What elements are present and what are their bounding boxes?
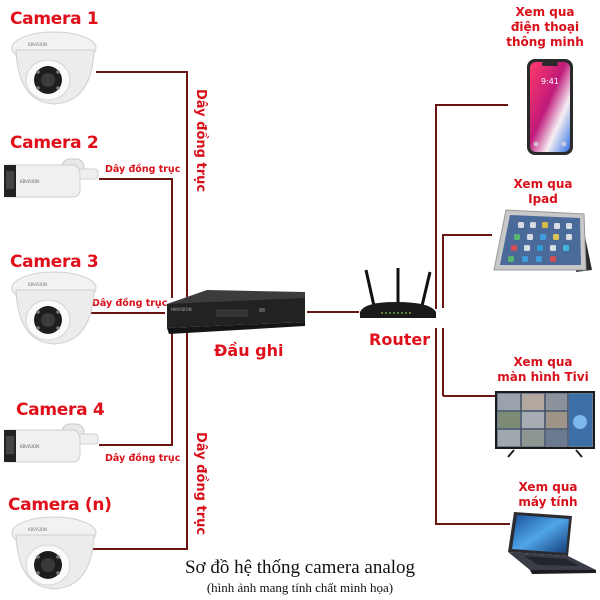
recorder-label: Đầu ghi — [214, 341, 284, 360]
wire-phone-horizontal — [436, 104, 508, 106]
trunk-label-bottom: Dây đồng trục — [193, 432, 208, 536]
camera-3-label: Camera 3 — [10, 252, 99, 272]
bullet-camera-icon: KBVISION — [2, 155, 102, 205]
diagram-subtitle: (hình ảnh mang tính chất minh họa) — [206, 580, 394, 595]
wire-ipad-horizontal — [443, 234, 492, 236]
dvr-recorder-icon: HIKVISION — [163, 288, 309, 336]
wire-camera-4-horizontal — [99, 444, 173, 446]
wire-recorder-router — [307, 311, 359, 313]
dome-camera-icon: KBVISION — [8, 30, 100, 110]
wire-inner-right-bottom — [442, 328, 444, 396]
svg-text:KBVISION: KBVISION — [28, 282, 47, 287]
svg-text:KBVISION: KBVISION — [20, 179, 39, 184]
wire-camera-1-horizontal — [96, 71, 188, 73]
svg-text:KBVISION: KBVISION — [28, 42, 47, 47]
camera-1-label: Camera 1 — [10, 9, 99, 29]
camera-2-label: Camera 2 — [10, 133, 99, 153]
wire-outer-right-top — [435, 104, 437, 309]
wire-camera-2-horizontal — [99, 178, 173, 180]
tv-viewer-label: Xem qua màn hình Tivi — [497, 355, 589, 384]
dome-camera-icon: KBVISION — [8, 270, 100, 350]
wire-outer-trunk-top — [186, 71, 188, 297]
wire-outer-trunk-bottom — [186, 325, 188, 549]
wire-camera-n-horizontal — [92, 548, 188, 550]
svg-text:KBVISION: KBVISION — [28, 527, 47, 532]
tv-monitor-icon — [494, 390, 596, 458]
svg-text:KBVISION: KBVISION — [20, 444, 39, 449]
wire-laptop-horizontal — [436, 523, 510, 525]
router-label: Router — [369, 330, 431, 349]
diagram-title: Sơ đồ hệ thống camera analog — [184, 557, 416, 578]
wire-outer-right-bottom — [435, 328, 437, 525]
phone-clock: 9:41 — [541, 77, 559, 86]
wire-inner-right-top — [442, 234, 444, 308]
wire-inner-trunk-bottom — [171, 325, 173, 445]
laptop-viewer-label: Xem qua máy tính — [518, 480, 578, 509]
wire-camera-3-horizontal — [91, 312, 165, 314]
svg-text:HIKVISION: HIKVISION — [171, 307, 192, 312]
camera-4-label: Camera 4 — [16, 400, 105, 420]
dome-camera-icon: KBVISION — [8, 515, 100, 595]
trunk-label-top: Dây đồng trục — [193, 89, 208, 193]
tablet-icon — [492, 208, 596, 274]
smartphone-viewer-label: Xem qua điện thoại thông minh — [506, 5, 584, 49]
wire-label-camera-4: Dây đồng trục — [105, 453, 181, 464]
bullet-camera-icon: KBVISION — [2, 420, 102, 470]
wire-tv-horizontal — [443, 395, 495, 397]
router-icon — [356, 266, 438, 322]
wire-label-camera-3: Dây đồng trục — [92, 298, 168, 309]
wire-inner-trunk-top — [171, 178, 173, 298]
wire-label-camera-2: Dây đồng trục — [105, 164, 181, 175]
camera-n-label: Camera (n) — [8, 495, 112, 515]
smartphone-icon: 9:41 — [526, 58, 574, 156]
laptop-icon — [506, 510, 598, 578]
ipad-viewer-label: Xem qua Ipad — [513, 177, 573, 206]
